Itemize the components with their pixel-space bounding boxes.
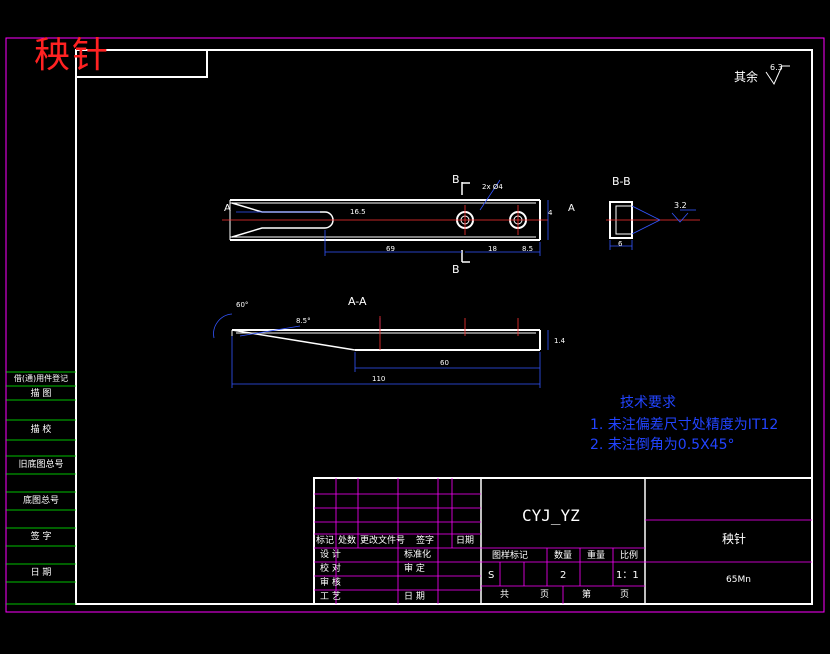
roughness-label: 其余 bbox=[734, 70, 759, 84]
rev-header: 处数 bbox=[338, 536, 357, 546]
role-label: 校 对 bbox=[320, 564, 341, 574]
title-block-grid bbox=[313, 477, 813, 605]
role-label: 审 定 bbox=[404, 564, 425, 574]
stage-header: 图样标记 bbox=[492, 551, 529, 561]
role-label: 设 计 bbox=[320, 550, 341, 560]
dim-text: 1.4 bbox=[554, 337, 566, 345]
rev-header: 更改文件号 bbox=[360, 536, 406, 546]
rev-header: 签字 bbox=[416, 536, 435, 546]
view-roughness-value: 3.2 bbox=[674, 201, 687, 210]
stage-header: 比例 bbox=[620, 551, 639, 561]
role-label: 标准化 bbox=[404, 550, 432, 560]
section-bb-dims bbox=[609, 205, 696, 250]
outer-frame bbox=[5, 37, 825, 613]
stage-value: 1：1 bbox=[616, 570, 639, 581]
sidebar-label: 描 校 bbox=[30, 425, 52, 435]
corner-title: 秧针 bbox=[34, 35, 111, 76]
role-label: 日 期 bbox=[404, 592, 425, 602]
tech-req-title: 技术要求 bbox=[620, 395, 676, 411]
top-view-dimensions bbox=[236, 179, 549, 256]
section-mark-a-right: A bbox=[568, 203, 575, 214]
roughness-symbol bbox=[765, 65, 790, 86]
part-name: 秧针 bbox=[722, 532, 747, 546]
roughness-value: 6.3 bbox=[770, 63, 783, 72]
section-mark-b-bottom: B bbox=[452, 263, 460, 276]
code-box bbox=[75, 49, 208, 78]
sheet-label: 第 bbox=[582, 590, 592, 600]
dim-text: 60° bbox=[236, 301, 249, 309]
sidebar-label: 签 字 bbox=[30, 532, 52, 542]
side-view bbox=[231, 329, 541, 351]
dim-text: 60 bbox=[440, 359, 449, 367]
sheet-label: 页 bbox=[620, 590, 630, 600]
section-mark-a-left: A bbox=[224, 203, 231, 214]
side-view-dims bbox=[213, 313, 549, 388]
dim-text: 18 bbox=[488, 245, 497, 253]
drawing-code: CYJ_YZ bbox=[522, 506, 580, 525]
dim-text: 8.5° bbox=[296, 317, 311, 325]
dim-text: 110 bbox=[372, 375, 386, 383]
dim-text: 6 bbox=[618, 240, 623, 248]
sidebar-label: 描 图 bbox=[30, 389, 52, 399]
drawing-frame bbox=[75, 49, 813, 605]
role-label: 审 核 bbox=[320, 578, 341, 588]
sheet-label: 共 bbox=[500, 590, 510, 600]
stage-header: 数量 bbox=[554, 551, 573, 561]
section-label-aa: A-A bbox=[348, 295, 367, 308]
sheet-label: 页 bbox=[540, 590, 550, 600]
sidebar-label: 借(通)用件登记 bbox=[13, 374, 69, 383]
stage-header: 重量 bbox=[587, 551, 606, 561]
dim-text: 69 bbox=[386, 245, 395, 253]
role-label: 工 艺 bbox=[320, 592, 341, 602]
dim-text: 4 bbox=[548, 209, 553, 217]
tech-req-item: 2. 未注倒角为0.5X45° bbox=[590, 437, 735, 453]
tech-req-item: 1. 未注偏差尺寸处精度为IT12 bbox=[590, 417, 779, 433]
dim-text: 16.5 bbox=[350, 208, 366, 216]
material: 65Mn bbox=[726, 575, 751, 585]
sidebar-label: 日 期 bbox=[30, 568, 52, 578]
dim-text: 8.5 bbox=[522, 245, 534, 253]
rev-header: 标记 bbox=[316, 536, 335, 546]
sidebar-label: 旧底图总号 bbox=[18, 460, 64, 470]
rev-header: 日期 bbox=[456, 536, 475, 546]
section-mark-b-top: B bbox=[452, 173, 460, 186]
stage-value: S bbox=[488, 570, 495, 581]
sidebar-table bbox=[6, 371, 76, 605]
stage-value: 2 bbox=[560, 570, 567, 581]
sidebar-label: 底图总号 bbox=[22, 496, 59, 506]
section-label-bb: B-B bbox=[612, 175, 631, 188]
dim-text: 2x Ø4 bbox=[482, 183, 503, 191]
